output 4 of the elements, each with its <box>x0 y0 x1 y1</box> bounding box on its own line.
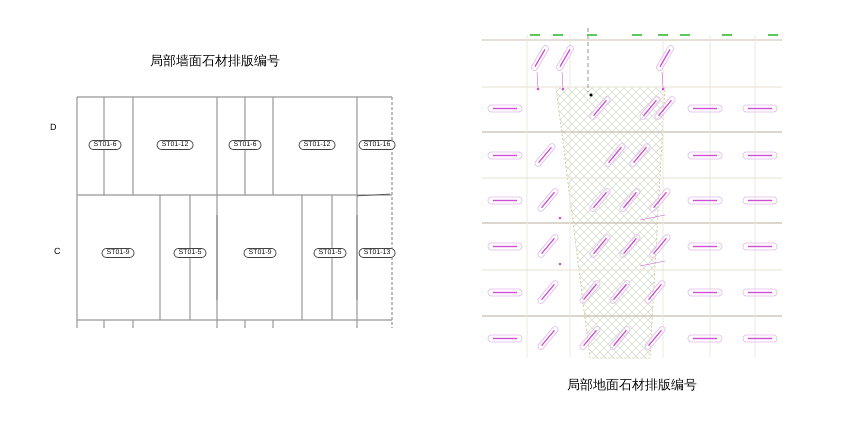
grid-axis-mark: D <box>50 122 56 132</box>
grid-axis-mark: C <box>54 246 60 256</box>
drawing-caption: 局部墙面石材排版编号 <box>150 52 280 70</box>
drawing-caption: 局部地面石材排版编号 <box>567 376 697 394</box>
